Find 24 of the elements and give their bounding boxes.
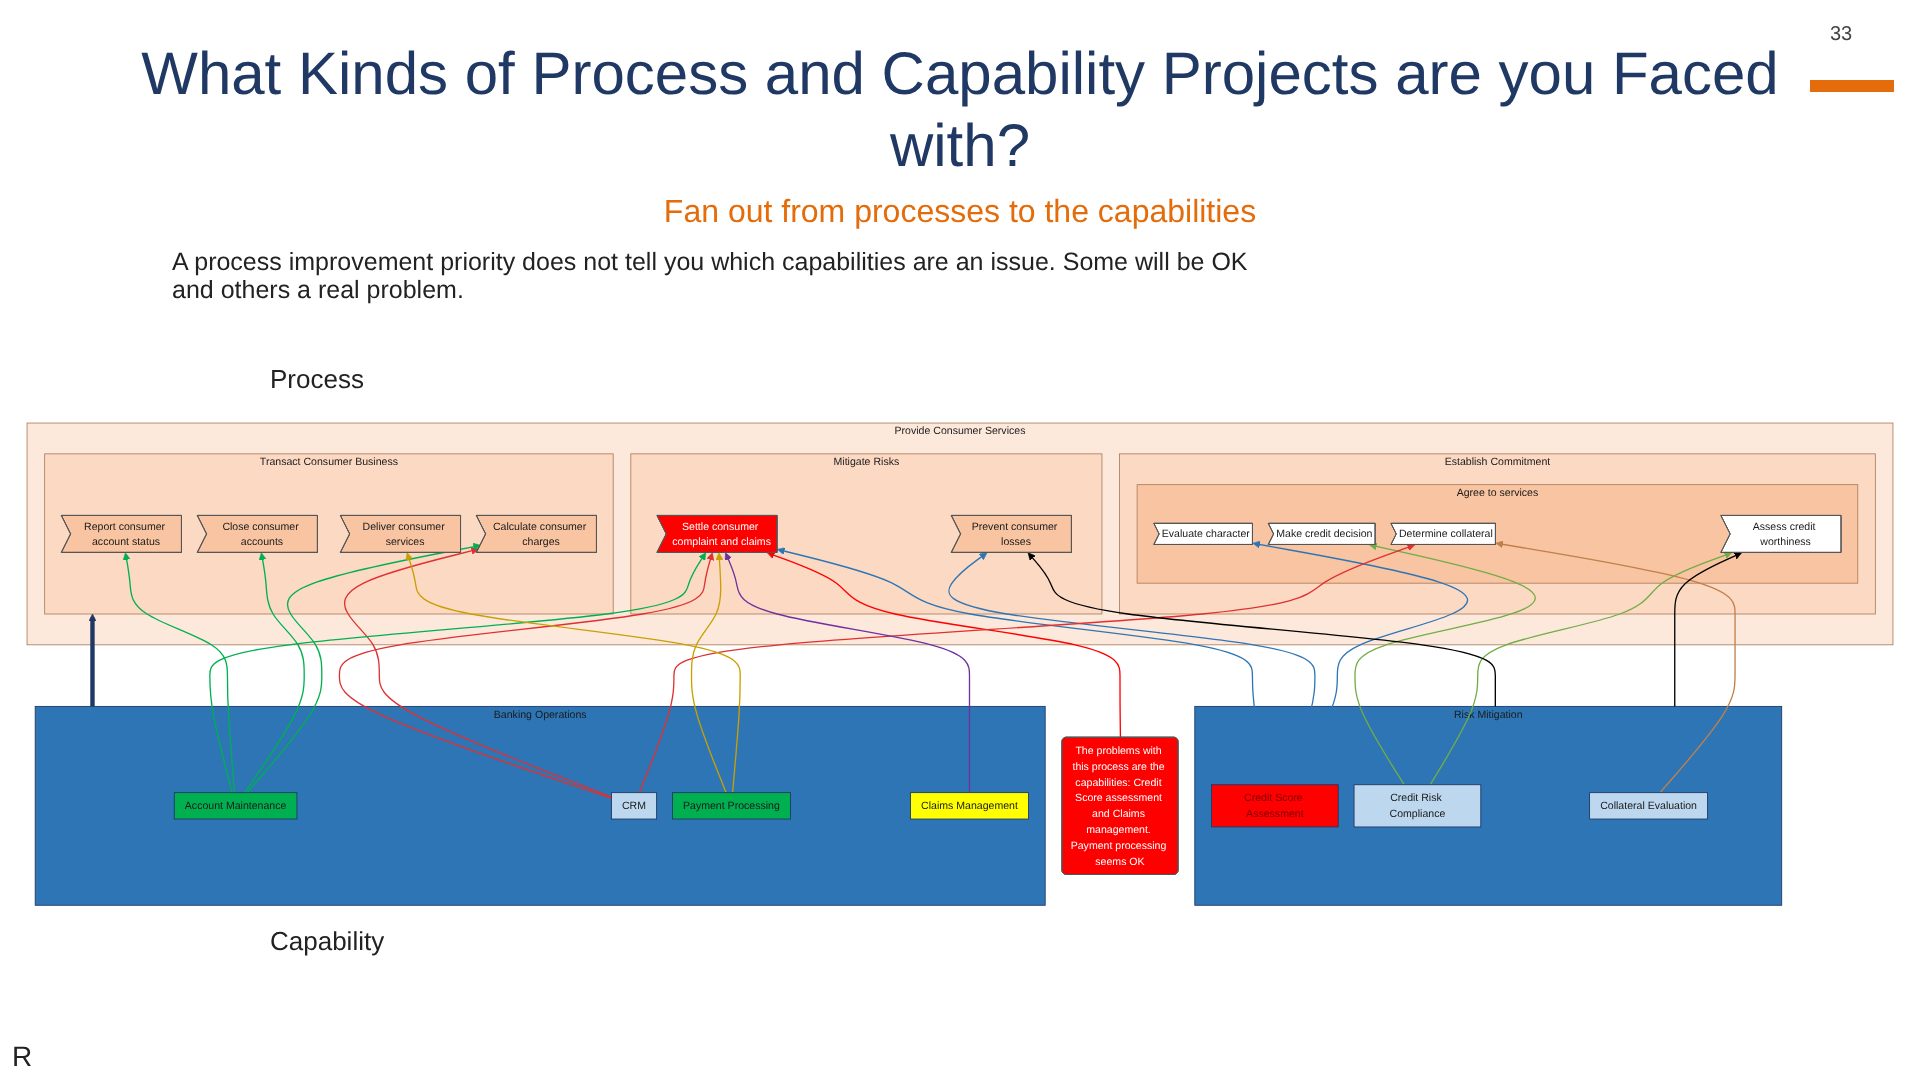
- arrow: [1495, 541, 1736, 795]
- arrow: [638, 544, 1415, 795]
- arrow: [246, 543, 481, 795]
- arrow: [690, 553, 727, 795]
- arrow: [338, 553, 715, 800]
- arrow: [209, 553, 707, 795]
- arrow: [724, 553, 971, 795]
- arrow: [405, 553, 741, 795]
- slide-title: What Kinds of Process and Capability Projects are you Faced with?: [140, 40, 1780, 184]
- arrow: [1354, 543, 1536, 787]
- intro-text: A process improvement priority does not tell you which capabilities are an issue. Some will be OK and others a real problem.: [172, 248, 1250, 304]
- arrow: [88, 614, 97, 708]
- arrow: [767, 552, 1122, 740]
- section-label: Process: [270, 364, 364, 394]
- page-number: 33: [1830, 24, 1853, 46]
- arrow: [1674, 553, 1742, 708]
- arrow: [343, 547, 613, 799]
- subtitle: Fan out from processes to the capabilities: [661, 196, 1259, 232]
- arrow: [1429, 552, 1733, 787]
- section-label: Capability: [270, 926, 385, 956]
- arrow: [244, 553, 305, 795]
- arrow: [122, 553, 236, 795]
- footer-letter: R: [12, 1040, 33, 1072]
- arrow: [1027, 553, 1496, 708]
